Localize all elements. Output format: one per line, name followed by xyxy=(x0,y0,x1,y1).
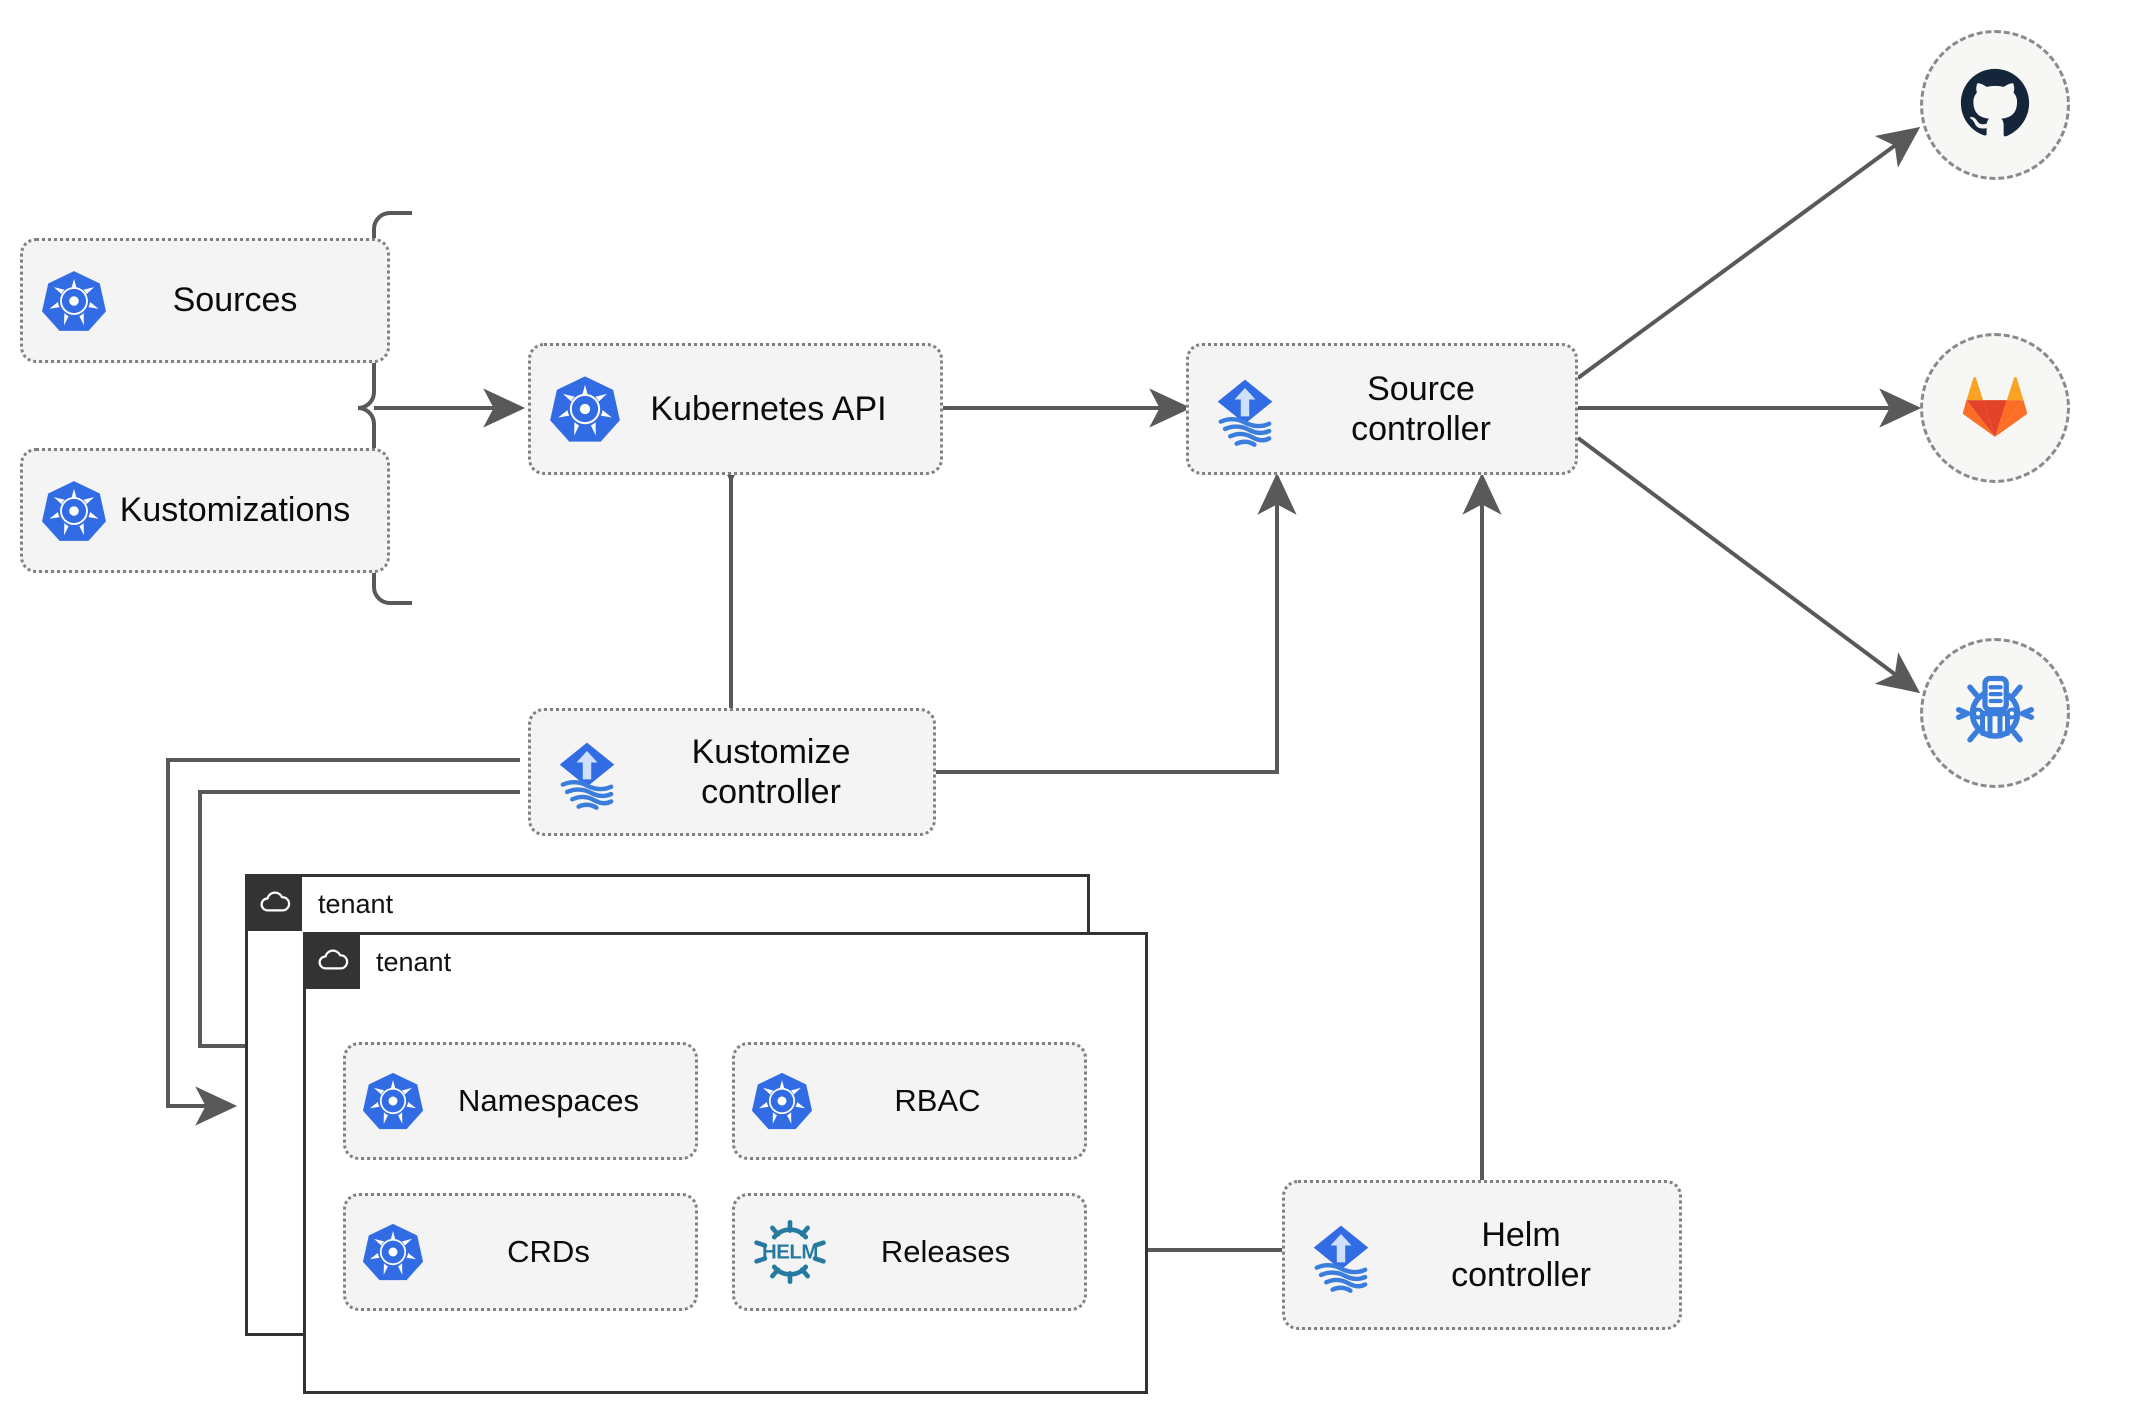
kubernetes-icon xyxy=(41,478,107,544)
provider-helm-repository[interactable] xyxy=(1920,638,2070,788)
cloud-icon xyxy=(306,935,360,989)
tenant-title-bar: tenant xyxy=(248,877,393,931)
node-label: Kustomizations xyxy=(119,491,351,530)
kubernetes-icon xyxy=(751,1070,813,1132)
tenant-label: tenant xyxy=(318,888,394,919)
node-label: Kustomize controller xyxy=(691,732,851,811)
node-label: Kubernetes API xyxy=(650,389,887,428)
cloud-icon xyxy=(248,877,302,931)
github-icon xyxy=(1956,64,2034,147)
kubernetes-icon xyxy=(362,1070,424,1132)
node-source-controller[interactable]: Source controller xyxy=(1186,343,1578,475)
node-label: Sources xyxy=(172,281,298,320)
node-releases[interactable]: HELM Releases xyxy=(732,1193,1087,1311)
node-kustomizations[interactable]: Kustomizations xyxy=(20,448,390,573)
provider-github[interactable] xyxy=(1920,30,2070,180)
kubernetes-icon xyxy=(362,1221,424,1283)
helm-repo-icon xyxy=(1955,671,2035,756)
tenant-title-bar: tenant xyxy=(306,935,451,989)
svg-text:HELM: HELM xyxy=(762,1242,818,1264)
tenant-container-front[interactable]: tenant xyxy=(303,932,1148,1394)
node-helm-controller[interactable]: Helm controller xyxy=(1282,1180,1682,1330)
node-kustomize-controller[interactable]: Kustomize controller xyxy=(528,708,936,836)
tenant-label: tenant xyxy=(376,946,452,977)
helm-icon: HELM xyxy=(751,1218,829,1286)
gitlab-icon xyxy=(1957,368,2033,449)
provider-gitlab[interactable] xyxy=(1920,333,2070,483)
flux-icon xyxy=(1299,1213,1383,1297)
node-label: CRDs xyxy=(507,1233,590,1269)
node-rbac[interactable]: RBAC xyxy=(732,1042,1087,1160)
node-label: Source controller xyxy=(1351,369,1491,448)
flux-icon xyxy=(545,730,629,814)
flux-icon xyxy=(1203,367,1287,451)
node-sources[interactable]: Sources xyxy=(20,238,390,363)
kubernetes-icon xyxy=(41,268,107,334)
node-crds[interactable]: CRDs xyxy=(343,1193,698,1311)
node-label: RBAC xyxy=(894,1082,981,1118)
node-label: Namespaces xyxy=(458,1082,639,1118)
node-label: Helm controller xyxy=(1451,1215,1591,1294)
node-label: Releases xyxy=(880,1233,1011,1269)
node-kubernetes-api[interactable]: Kubernetes API xyxy=(528,343,943,475)
kubernetes-icon xyxy=(549,373,621,445)
node-namespaces[interactable]: Namespaces xyxy=(343,1042,698,1160)
